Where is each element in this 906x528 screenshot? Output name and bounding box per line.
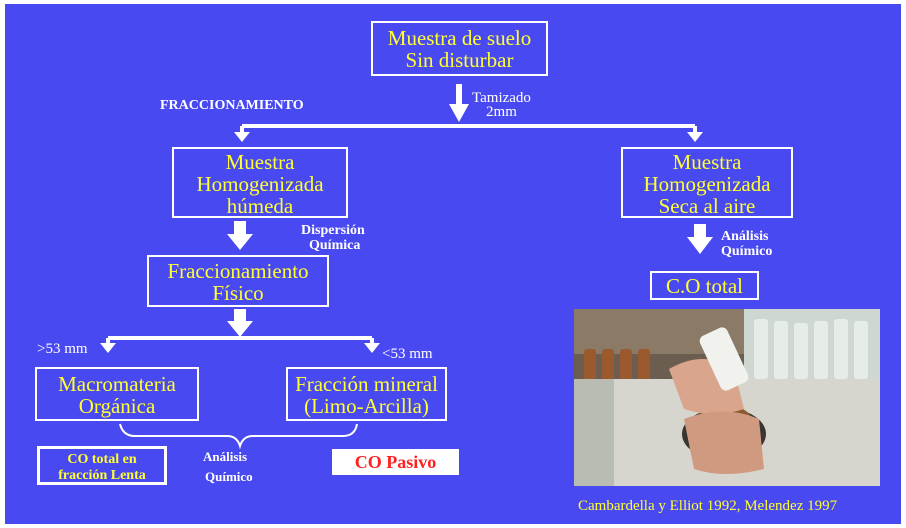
text-line: CO Pasivo <box>335 452 456 472</box>
box-co-total-lenta: CO total en fracción Lenta <box>37 446 167 485</box>
analisis-bottom-line2: Químico <box>205 469 253 484</box>
label-menor-53: <53 mm <box>382 346 433 362</box>
text-line: Seca al aire <box>658 194 756 218</box>
arrow-mineral <box>364 343 380 353</box>
text-line: Homogenizada <box>643 172 771 196</box>
label-analisis-bottom: Análisis Químico <box>203 447 253 487</box>
box-muestra-suelo: Muestra de suelo Sin disturbar <box>371 21 548 76</box>
label-analisis-right: Análisis Químico <box>721 229 772 259</box>
brace <box>119 423 358 450</box>
dispersion-line2: Química <box>309 238 361 253</box>
tamizado-line2: 2mm <box>486 104 517 120</box>
text-line: CO total en <box>67 452 137 467</box>
label-tamizado: Tamizado 2mm <box>472 90 531 120</box>
text-line: Sin disturbar <box>405 48 514 72</box>
lab-photo-illustration <box>574 309 880 486</box>
box-macromateria: Macromateria Orgánica <box>35 367 199 421</box>
tamizado-line1: Tamizado <box>472 90 531 106</box>
arrow-dispersion <box>227 221 253 250</box>
text-line: Físico <box>212 281 264 305</box>
lab-photo <box>574 309 880 486</box>
text-line: Fraccionamiento <box>167 259 309 283</box>
arrow-macro <box>100 343 116 353</box>
text-line: Muestra <box>225 150 295 174</box>
analisis-bottom-line1: Análisis <box>203 449 248 464</box>
label-mayor-53: >53 mm <box>37 341 88 357</box>
text-line: Macromateria <box>58 372 176 396</box>
analisis-line2: Químico <box>721 244 773 259</box>
caption-citation: Cambardella y Elliot 1992, Melendez 1997 <box>578 498 838 514</box>
arrow-right-branch <box>687 132 703 142</box>
arrow-analisis-right <box>687 224 713 254</box>
split-line-1 <box>240 124 697 134</box>
dispersion-line1: Dispersión <box>301 223 365 238</box>
box-co-total: C.O total <box>650 271 759 300</box>
label-fraccionamiento: FRACCIONAMIENTO <box>160 98 304 113</box>
text-line: Muestra de suelo <box>387 26 532 50</box>
box-fraccionamiento-fisico: Fraccionamiento Físico <box>147 255 329 307</box>
box-co-pasivo: CO Pasivo <box>332 449 459 475</box>
box-fraccion-mineral: Fracción mineral (Limo-Arcilla) <box>286 367 447 421</box>
flow-connectors <box>100 84 713 450</box>
box-muestra-seca: Muestra Homogenizada Seca al aire <box>621 147 793 218</box>
arrow-fisico <box>227 309 253 337</box>
analisis-line1: Análisis <box>721 229 769 244</box>
text-line: (Limo-Arcilla) <box>304 394 429 418</box>
text-line: Orgánica <box>78 394 156 418</box>
text-line: húmeda <box>226 194 294 218</box>
arrow-tamizado <box>449 84 469 122</box>
split-line-2 <box>106 336 374 344</box>
text-line: fracción Lenta <box>58 468 146 483</box>
text-line: Homogenizada <box>196 172 324 196</box>
slide: Muestra de suelo Sin disturbar FRACCIONA… <box>5 4 901 524</box>
arrow-left-branch <box>234 132 250 142</box>
text-line: Fracción mineral <box>295 372 438 396</box>
text-line: Muestra <box>672 150 742 174</box>
text-line: C.O total <box>666 274 743 298</box>
box-muestra-humeda: Muestra Homogenizada húmeda <box>172 147 348 218</box>
label-dispersion: Dispersión Química <box>301 223 365 253</box>
